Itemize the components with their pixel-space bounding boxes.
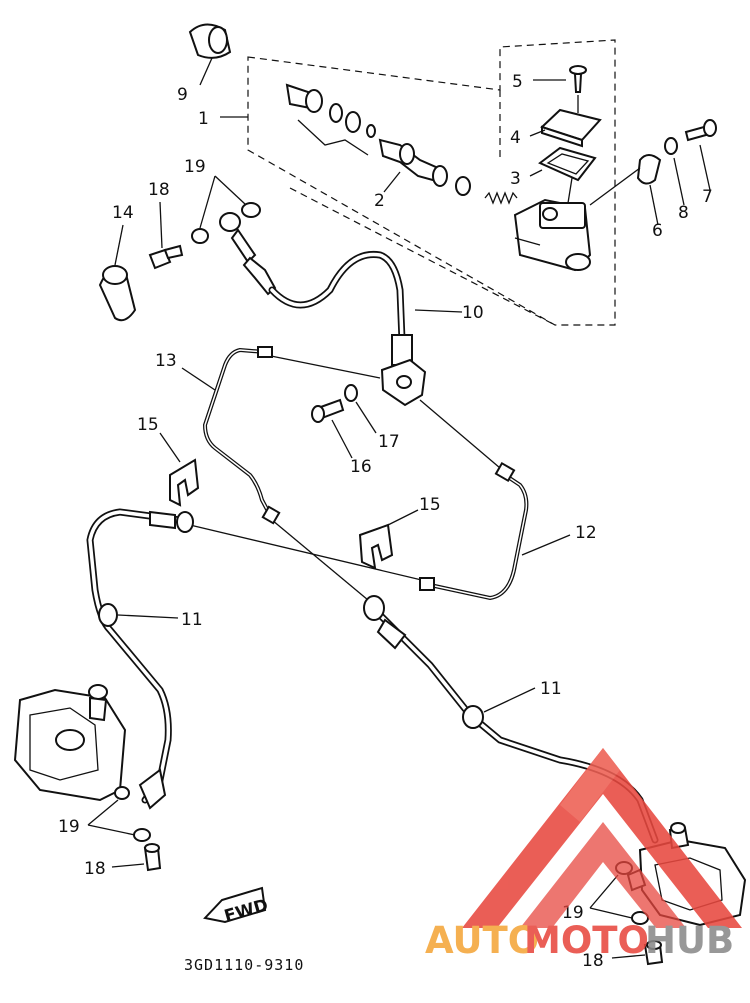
callout-4: 4 — [510, 128, 521, 148]
part-15-clamp-left — [159, 432, 200, 507]
callout-3: 3 — [510, 169, 521, 189]
part-8-washer — [664, 137, 685, 206]
part-18-banjo-bolt-left — [111, 843, 162, 872]
watermark-text-moto: MOTO — [524, 919, 649, 962]
callout-14: 14 — [112, 203, 134, 223]
part-7-bolt — [684, 119, 717, 191]
callout-19-left: 19 — [58, 817, 80, 837]
part-11-lower-hose-left — [86, 508, 194, 810]
part-16-bolt — [311, 398, 353, 459]
part-5-screw — [533, 65, 587, 93]
callout-18-left: 18 — [84, 859, 106, 879]
callout-labels: 1 2 3 4 5 6 7 8 9 10 11 11 12 13 14 15 1… — [58, 72, 713, 971]
callout-6: 6 — [652, 221, 663, 241]
watermark: AUTO MOTO HUB — [425, 748, 742, 962]
callout-5: 5 — [512, 72, 523, 92]
callout-13: 13 — [155, 351, 177, 371]
part-15-clamp-right — [358, 509, 419, 570]
part-13-brake-pipe-left — [181, 346, 281, 525]
banjo-fitting-upper — [219, 212, 277, 296]
part-3-diaphragm — [529, 146, 597, 182]
master-cylinder-assembly-box — [247, 39, 616, 326]
master-cylinder-body — [513, 198, 592, 272]
callout-16: 16 — [350, 457, 372, 477]
part-17-washer — [344, 384, 377, 434]
callout-7: 7 — [702, 187, 713, 207]
watermark-logo-icon — [462, 748, 742, 928]
part-19-washers-left — [87, 786, 151, 842]
watermark-text-hub: HUB — [645, 919, 734, 962]
callout-1: 1 — [198, 109, 209, 129]
part-2-piston-kit — [285, 83, 471, 196]
fwd-arrow: FWD — [203, 886, 270, 927]
callout-19-upper: 19 — [184, 157, 206, 177]
callout-8: 8 — [678, 203, 689, 223]
watermark-text-auto: AUTO — [425, 919, 539, 962]
callout-11-right: 11 — [540, 679, 562, 699]
callout-9: 9 — [177, 85, 188, 105]
callout-17: 17 — [378, 432, 400, 452]
callout-2: 2 — [374, 191, 385, 211]
piston-spring — [484, 191, 518, 205]
part-9-grip-cover — [188, 23, 232, 86]
callout-10: 10 — [462, 303, 484, 323]
part-19-washers-upper — [191, 175, 261, 244]
callout-15-right: 15 — [419, 495, 441, 515]
part-6-holder — [589, 154, 662, 226]
callout-15-left: 15 — [137, 415, 159, 435]
part-12-brake-pipe-right — [419, 461, 571, 601]
callout-18-right: 18 — [582, 951, 604, 971]
part-14-switch — [98, 224, 137, 322]
callout-11-left: 11 — [181, 610, 203, 630]
callout-18-upper: 18 — [148, 180, 170, 200]
brake-joint-block — [380, 358, 427, 407]
left-brake-caliper — [13, 684, 127, 802]
drawing-code: 3GD1110-9310 — [184, 956, 304, 974]
part-18-banjo-bolt-upper — [148, 201, 184, 270]
callout-12: 12 — [575, 523, 597, 543]
part-4-reservoir-cap — [529, 108, 602, 148]
part-10-upper-brake-hose — [268, 250, 463, 366]
part-18-banjo-bolt-right — [611, 940, 664, 966]
